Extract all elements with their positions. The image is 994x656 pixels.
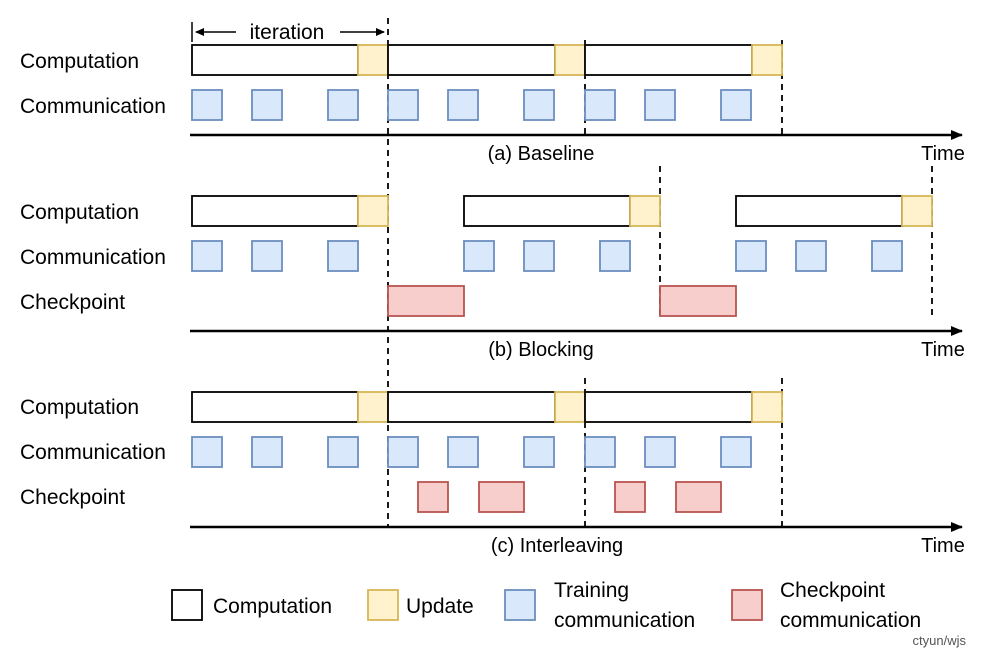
- panel-blocking: Computation Communication Checkpoint: [20, 195, 965, 361]
- training-comm-block: [523, 436, 555, 468]
- legend-item-training-communication: Training communication: [504, 579, 695, 632]
- legend-item-checkpoint-communication: Checkpoint communication: [731, 579, 921, 632]
- update-block: [751, 391, 783, 423]
- computation-block: [387, 391, 556, 423]
- computation-block: [191, 391, 359, 423]
- legend-label: Training: [554, 579, 629, 602]
- training-comm-block: [251, 240, 283, 272]
- legend-item-computation: Computation: [171, 589, 332, 621]
- checkpoint-row: [387, 285, 737, 317]
- computation-block: [387, 44, 556, 76]
- training-comm-block: [447, 89, 479, 121]
- row-label-computation: Computation: [20, 396, 139, 419]
- training-comm-block: [387, 436, 419, 468]
- computation-block: [463, 195, 631, 227]
- panel-caption: (a) Baseline: [488, 143, 595, 165]
- time-label: Time: [921, 535, 965, 557]
- training-comm-block: [584, 89, 616, 121]
- communication-row: [191, 240, 903, 272]
- legend-label: communication: [554, 609, 695, 632]
- training-comm-block: [795, 240, 827, 272]
- legend-label: Computation: [213, 595, 332, 618]
- checkpoint-comm-block: [387, 285, 465, 317]
- panel-baseline: Computation Communication (a) Baseline T…: [20, 44, 965, 165]
- row-label-communication: Communication: [20, 246, 166, 269]
- training-comm-block: [871, 240, 903, 272]
- training-comm-block: [720, 89, 752, 121]
- training-comm-block: [599, 240, 631, 272]
- update-block: [751, 44, 783, 76]
- training-comm-block: [251, 436, 283, 468]
- training-comm-block: [191, 240, 223, 272]
- computation-row: [191, 44, 783, 76]
- computation-row: [191, 195, 933, 227]
- legend-swatch: [504, 589, 536, 621]
- legend: Computation Update Training communicatio…: [171, 579, 921, 632]
- computation-block: [735, 195, 903, 227]
- training-comm-block: [523, 89, 555, 121]
- computation-block: [584, 44, 753, 76]
- update-block: [357, 195, 389, 227]
- update-block: [901, 195, 933, 227]
- row-label-computation: Computation: [20, 50, 139, 73]
- checkpoint-comm-block: [417, 481, 449, 513]
- training-comm-block: [327, 89, 359, 121]
- training-comm-block: [735, 240, 767, 272]
- training-comm-block: [463, 240, 495, 272]
- legend-swatch: [367, 589, 399, 621]
- computation-block: [191, 195, 359, 227]
- legend-label: communication: [780, 609, 921, 632]
- training-comm-block: [644, 436, 676, 468]
- panel-caption: (b) Blocking: [488, 339, 594, 361]
- panel-caption: (c) Interleaving: [491, 535, 623, 557]
- training-comm-block: [447, 436, 479, 468]
- row-label-computation: Computation: [20, 201, 139, 224]
- row-label-checkpoint: Checkpoint: [20, 486, 125, 509]
- panel-interleaving: Computation Communication Checkpoint: [20, 391, 965, 557]
- training-comm-block: [191, 436, 223, 468]
- training-comm-block: [644, 89, 676, 121]
- row-label-communication: Communication: [20, 441, 166, 464]
- communication-row: [191, 89, 752, 121]
- computation-row: [191, 391, 783, 423]
- checkpoint-comm-block: [478, 481, 525, 513]
- iteration-label: iteration: [250, 21, 325, 44]
- training-comm-block: [327, 240, 359, 272]
- row-label-checkpoint: Checkpoint: [20, 291, 125, 314]
- computation-block: [191, 44, 359, 76]
- checkpoint-comm-block: [675, 481, 722, 513]
- iteration-marker: iteration: [191, 21, 385, 44]
- training-comm-block: [720, 436, 752, 468]
- update-block: [554, 44, 586, 76]
- update-block: [629, 195, 661, 227]
- checkpoint-comm-block: [659, 285, 737, 317]
- time-label: Time: [921, 143, 965, 165]
- training-comm-block: [387, 89, 419, 121]
- time-label: Time: [921, 339, 965, 361]
- training-comm-block: [584, 436, 616, 468]
- computation-block: [584, 391, 753, 423]
- watermark: ctyun/wjs: [912, 633, 966, 648]
- update-block: [357, 44, 389, 76]
- legend-item-update: Update: [367, 589, 474, 621]
- checkpoint-row: [417, 481, 722, 513]
- checkpoint-comm-block: [614, 481, 646, 513]
- legend-swatch: [731, 589, 763, 621]
- communication-row: [191, 436, 752, 468]
- legend-label: Update: [406, 595, 474, 618]
- legend-label: Checkpoint: [780, 579, 885, 602]
- training-comm-block: [251, 89, 283, 121]
- legend-swatch: [171, 589, 203, 621]
- row-label-communication: Communication: [20, 95, 166, 118]
- update-block: [357, 391, 389, 423]
- training-comm-block: [523, 240, 555, 272]
- training-comm-block: [191, 89, 223, 121]
- training-comm-block: [327, 436, 359, 468]
- update-block: [554, 391, 586, 423]
